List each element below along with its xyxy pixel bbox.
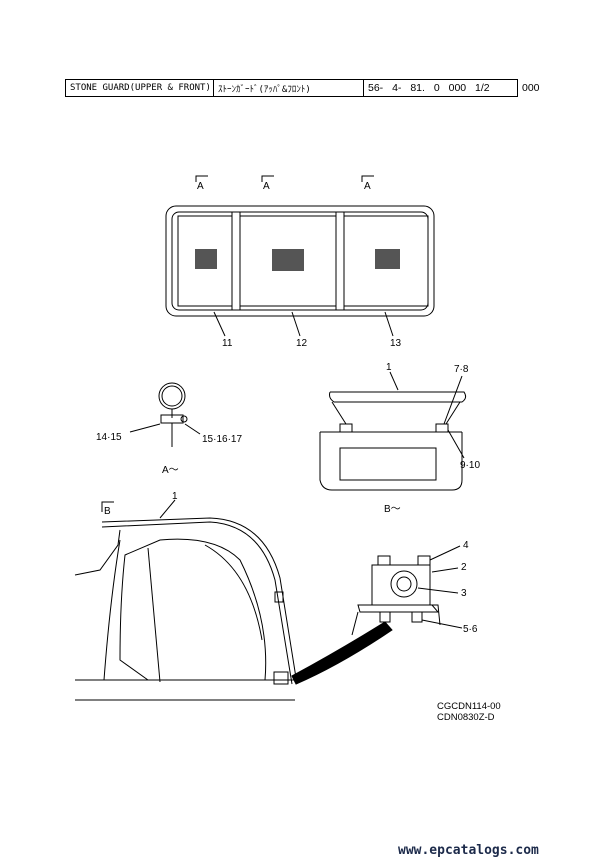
view-a-marker-2: A <box>263 181 270 192</box>
view-a-detail <box>129 382 201 447</box>
stone-guard-top-view <box>165 205 435 337</box>
callout-5-6: 5·6 <box>463 624 478 635</box>
callout-2: 2 <box>461 562 467 573</box>
cab-side-view <box>74 499 298 701</box>
callout-9-10: 9·10 <box>460 460 481 471</box>
callout-3: 3 <box>461 588 467 599</box>
view-a-marker-1: A <box>197 181 204 192</box>
detail-link-arrow <box>291 621 393 685</box>
callout-13: 13 <box>390 338 402 349</box>
view-b-caption: B～ <box>384 504 401 515</box>
title-english: STONE GUARD(UPPER & FRONT) <box>65 79 213 97</box>
drawing-code-2: CDN0830Z-D <box>437 712 495 723</box>
callout-14-15: 14·15 <box>96 432 122 443</box>
callout-1-top: 1 <box>386 362 392 373</box>
part-reference: 56- 4- 81. 0 000 1/2 <box>363 79 518 97</box>
view-a-caption: A～ <box>162 465 179 476</box>
view-b-detail <box>319 371 467 491</box>
title-japanese: ｽﾄｰﾝｶﾞｰﾄﾞ(ｱｯﾊﾟ&ﾌﾛﾝﾄ) <box>213 79 363 97</box>
callout-11: 11 <box>222 338 233 349</box>
parts-header-table: STONE GUARD(UPPER & FRONT) ｽﾄｰﾝｶﾞｰﾄﾞ(ｱｯﾊ… <box>65 79 540 97</box>
callout-4: 4 <box>463 540 469 551</box>
bracket-detail <box>351 545 463 636</box>
callout-12: 12 <box>296 338 308 349</box>
callout-1-side: 1 <box>172 491 178 502</box>
callout-15-16-17: 15·16·17 <box>202 434 243 445</box>
view-b-marker: B <box>104 506 111 517</box>
drawing-code-1: CGCDN114-00 <box>437 701 501 712</box>
view-a-marker-3: A <box>364 181 371 192</box>
watermark: www.epcatalogs.com <box>398 843 539 858</box>
suffix-code: 000 <box>522 82 540 94</box>
callout-7-8: 7·8 <box>454 364 469 375</box>
